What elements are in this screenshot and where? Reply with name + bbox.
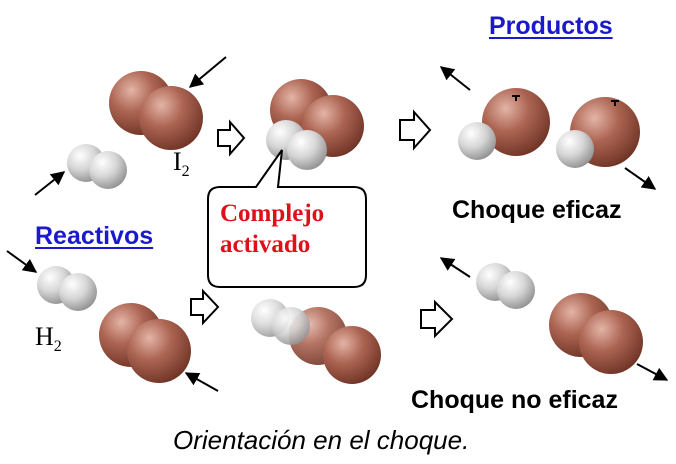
arrow-i2-bottom-approach [184,372,219,392]
i2-molecule-reactant-bottom [99,303,191,383]
h2-molecule-rebound [476,263,535,309]
arrow-i2-approach [188,56,227,88]
h2-subscript: 2 [53,338,62,356]
ineffective-collision-label: Choque no eficaz [411,386,618,414]
arrow-product-2-leaving [624,167,657,190]
reaction-arrow-bottom-1 [190,288,220,326]
hi-molecule-product-2 [556,97,640,168]
i2-molecule-reactant-top [109,71,203,150]
arrow-h2-rebound [439,257,471,278]
arrow-i2-rebound [636,363,669,381]
reactants-label[interactable]: Reactivos [35,222,154,250]
activated-complex-label: Complejo activado [220,198,324,260]
h2-symbol: H [35,322,54,351]
reaction-arrow-top-2 [399,109,432,151]
h2-formula: H2 [35,322,62,356]
arrow-h2-approach [34,171,66,196]
reaction-arrow-bottom-2 [420,299,454,339]
activated-complex-line2: activado [220,231,311,258]
activated-complex-molecule [266,79,364,170]
i2-molecule-rebound [549,293,643,374]
i2-symbol: I [173,147,182,176]
activated-complex-bubble [207,149,367,288]
i2-subscript: 2 [181,163,190,181]
i2-formula: I2 [173,147,190,181]
arrow-product-1-leaving [439,66,471,91]
effective-collision-label: Choque eficaz [452,196,622,224]
figure-caption: Orientación en el choque. [173,425,470,455]
products-label[interactable]: Productos [489,12,613,40]
activated-complex-line1: Complejo [220,200,325,227]
h2-molecule-reactant-top [67,144,127,189]
h2-molecule-reactant-bottom [37,266,97,311]
arrow-h2-bottom-approach [6,250,38,273]
reaction-arrow-top-1 [217,119,246,157]
ineffective-collision-molecule [251,299,381,384]
hi-molecule-product-1 [458,88,550,160]
